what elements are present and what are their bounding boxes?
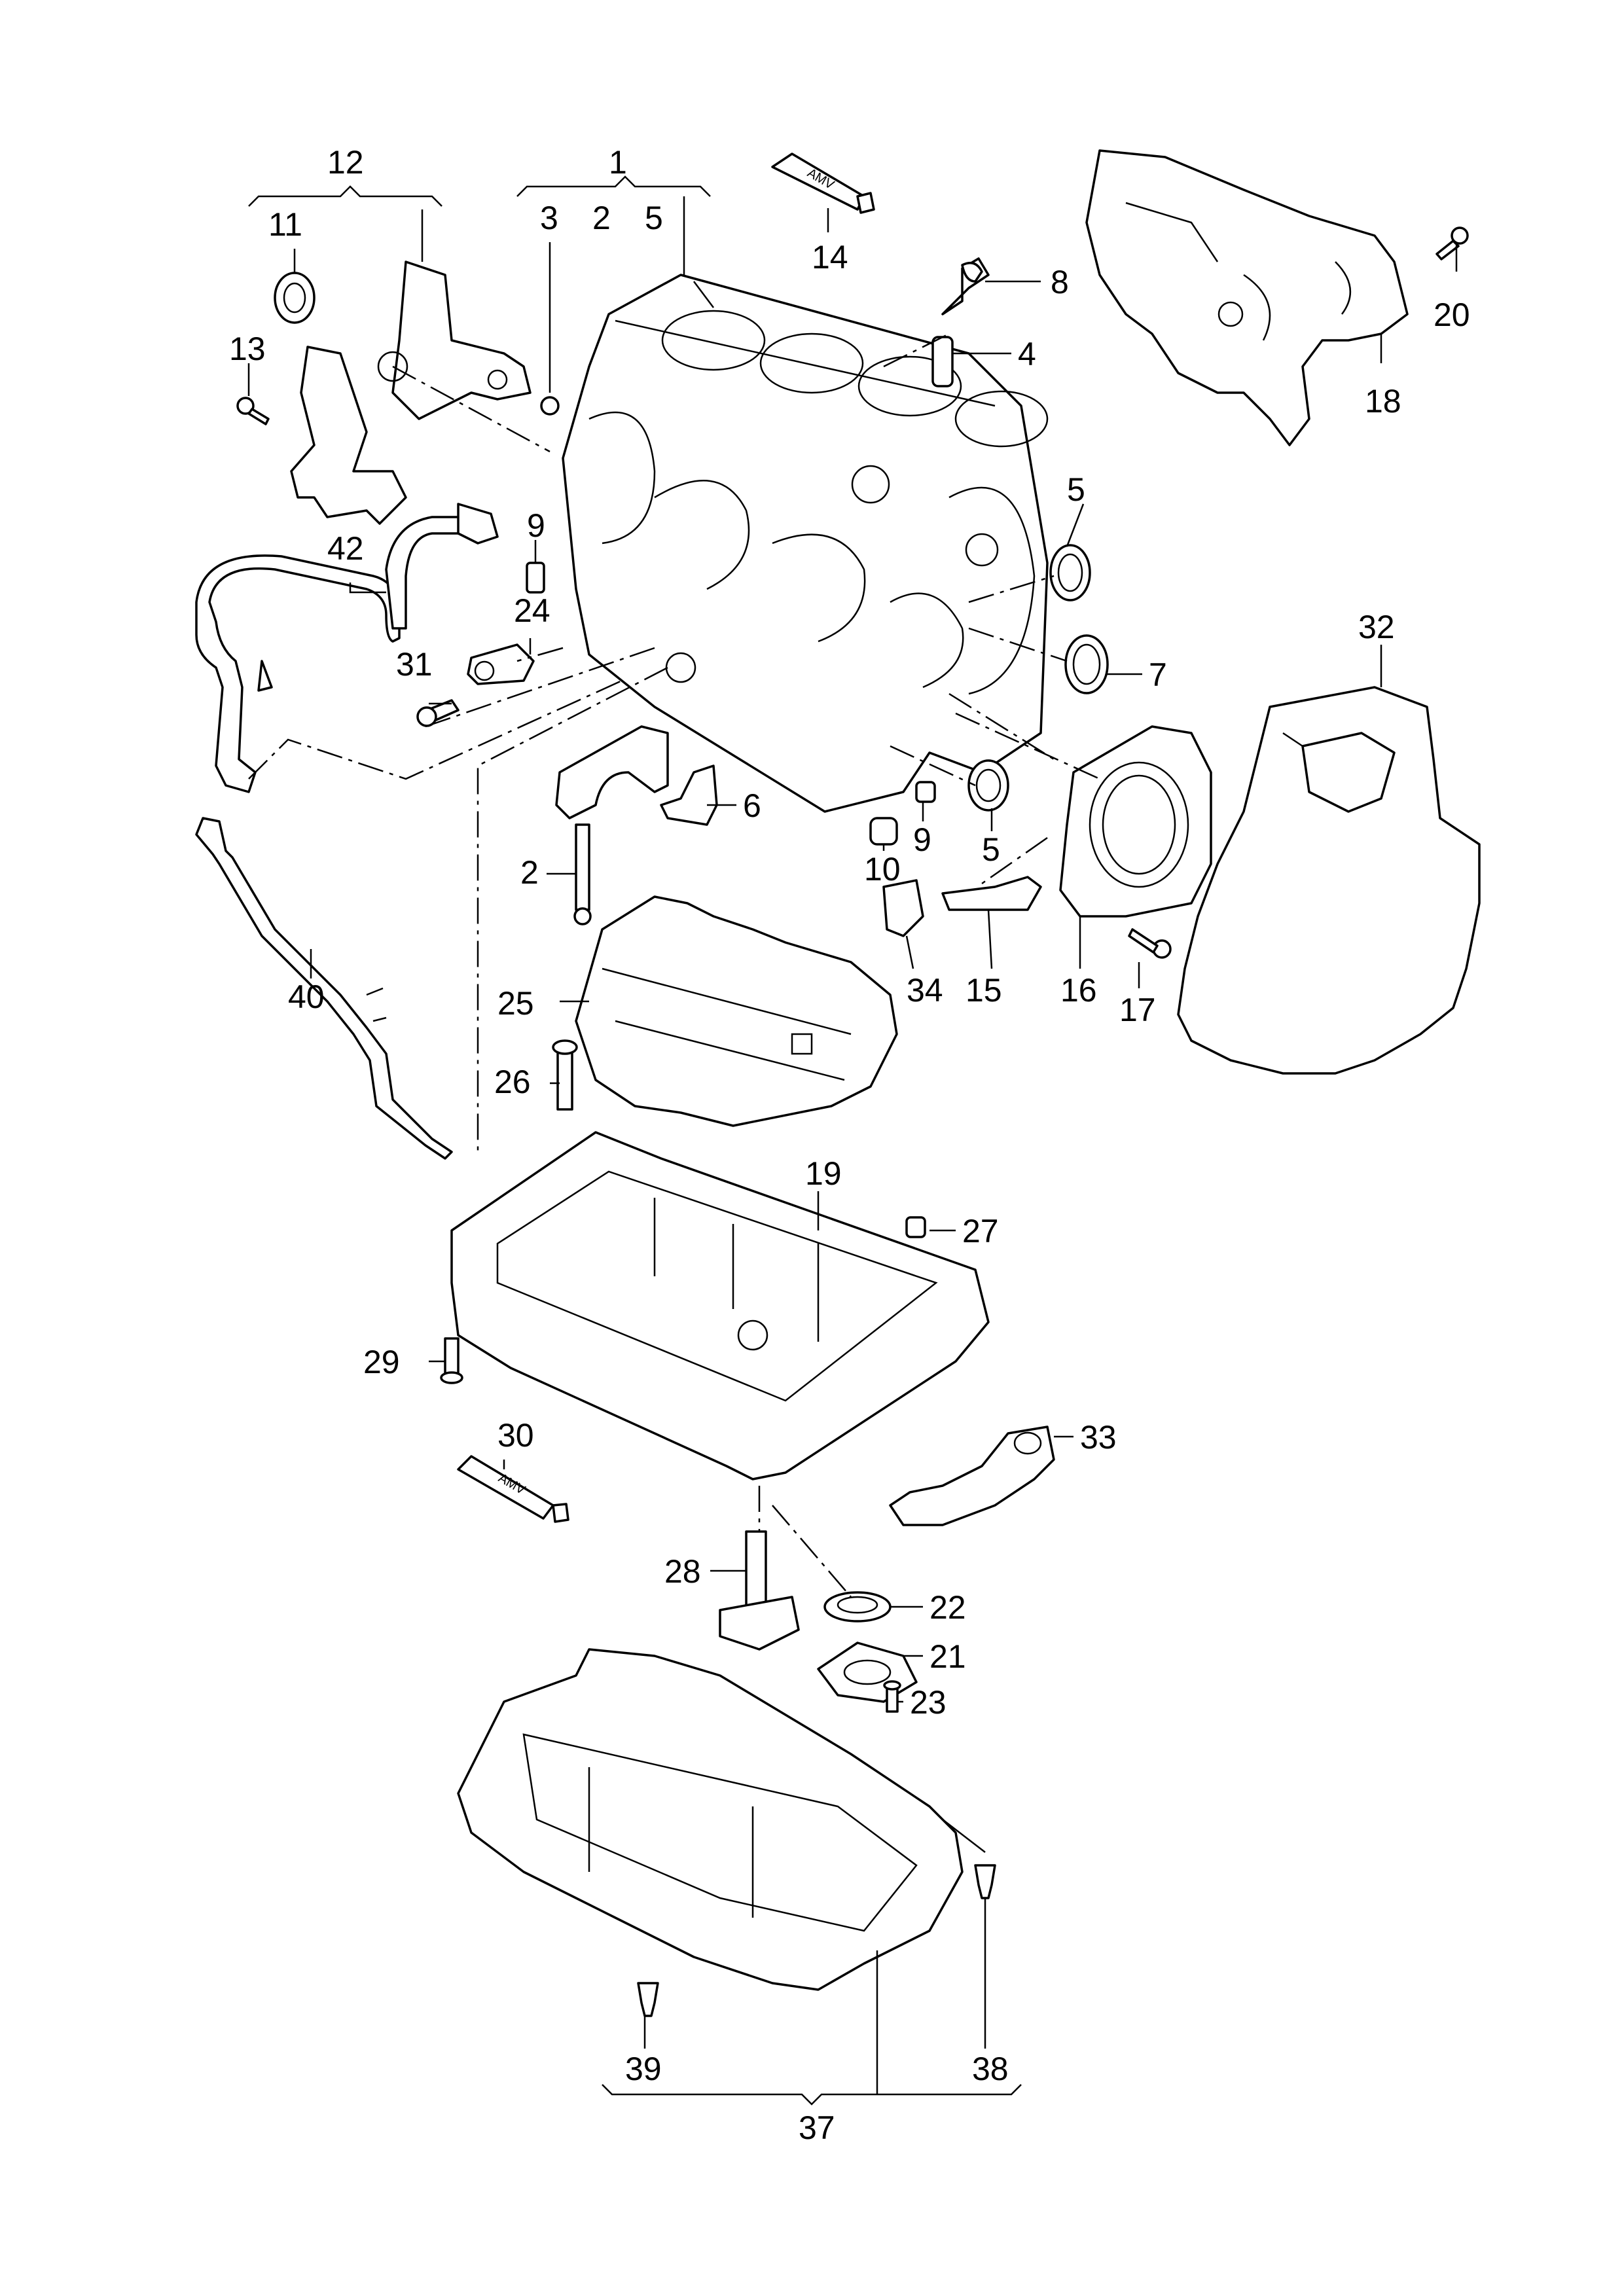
callout-9: 9 bbox=[527, 507, 545, 544]
oil-spray-jet-6 bbox=[660, 764, 718, 826]
callout-28: 28 bbox=[664, 1553, 701, 1590]
dowel-pin-4 bbox=[931, 336, 954, 387]
fastener-39 bbox=[637, 1982, 659, 2017]
oil-level-sender-28 bbox=[719, 1530, 800, 1651]
bolt-26 bbox=[552, 1039, 578, 1111]
bolt-31 bbox=[416, 699, 460, 727]
bush-10 bbox=[869, 817, 898, 846]
breather-hose-42 bbox=[195, 503, 499, 793]
callout-2b: 2 bbox=[520, 854, 539, 891]
bearing-cap-2 bbox=[555, 725, 669, 925]
callout-5: 5 bbox=[645, 200, 663, 236]
callout-3: 3 bbox=[540, 200, 558, 236]
drain-plug-27 bbox=[905, 1216, 926, 1238]
sender-15 bbox=[941, 876, 1042, 911]
callout-27: 27 bbox=[962, 1213, 999, 1249]
callout-8: 8 bbox=[1051, 264, 1069, 300]
callout-23: 23 bbox=[910, 1684, 947, 1721]
dowel-9-lower bbox=[915, 781, 936, 803]
callout-33: 33 bbox=[1080, 1419, 1117, 1456]
callout-7: 7 bbox=[1149, 656, 1167, 693]
callout-21: 21 bbox=[929, 1638, 966, 1675]
callout-18: 18 bbox=[1365, 383, 1401, 420]
fastener-38 bbox=[974, 1864, 996, 1899]
callout-10: 10 bbox=[864, 851, 901, 888]
screw-plug-8 bbox=[941, 257, 990, 315]
seal-5-lower bbox=[967, 759, 1009, 812]
gasket-32 bbox=[1177, 686, 1481, 1075]
callout-30: 30 bbox=[497, 1417, 534, 1454]
cover-34 bbox=[882, 879, 924, 937]
callout-5b: 5 bbox=[1067, 471, 1085, 508]
callout-34: 34 bbox=[907, 972, 943, 1009]
sender-24 bbox=[467, 643, 535, 685]
bolt-23 bbox=[883, 1680, 901, 1713]
leader-lines bbox=[247, 175, 1458, 2106]
cylinder-block bbox=[562, 274, 1049, 813]
callout-1: 1 bbox=[609, 144, 627, 181]
oil-pan-upper-19 bbox=[450, 1131, 990, 1480]
sealant-tube-14: AMV bbox=[771, 152, 875, 214]
seal-ring-11 bbox=[274, 272, 316, 324]
callout-24: 24 bbox=[514, 592, 550, 629]
callout-14: 14 bbox=[812, 239, 848, 276]
callout-31: 31 bbox=[396, 646, 433, 683]
callout-9b: 9 bbox=[913, 821, 931, 858]
oil-baffle-25 bbox=[575, 895, 898, 1127]
callout-39: 39 bbox=[625, 2051, 662, 2087]
seal-5-upper bbox=[1049, 544, 1091, 601]
callout-6: 6 bbox=[743, 787, 761, 824]
callout-20: 20 bbox=[1434, 296, 1470, 333]
callout-11: 11 bbox=[268, 206, 302, 243]
dowel-9-upper bbox=[526, 562, 545, 594]
callout-2: 2 bbox=[592, 200, 611, 236]
phantom-lines bbox=[248, 332, 1100, 1598]
callout-38: 38 bbox=[972, 2051, 1009, 2087]
callout-17: 17 bbox=[1119, 992, 1156, 1028]
callout-5c: 5 bbox=[982, 831, 1000, 868]
seal-7 bbox=[1064, 634, 1109, 694]
callout-22: 22 bbox=[929, 1589, 966, 1626]
heat-shield-18 bbox=[1085, 149, 1409, 446]
sealing-flange-16 bbox=[1059, 725, 1212, 918]
callout-26: 26 bbox=[494, 1064, 531, 1100]
bolt-17 bbox=[1128, 928, 1172, 959]
callout-4: 4 bbox=[1018, 336, 1036, 372]
bracket-33 bbox=[889, 1426, 1055, 1526]
callout-37: 37 bbox=[799, 2109, 835, 2146]
callout-19: 19 bbox=[805, 1155, 842, 1192]
oil-pan-lower-37 bbox=[457, 1648, 964, 1991]
engine-support-bracket bbox=[290, 260, 532, 525]
callout-32: 32 bbox=[1358, 609, 1395, 645]
bolt-13 bbox=[236, 397, 270, 425]
seal-3 bbox=[540, 396, 560, 416]
callout-40: 40 bbox=[288, 978, 325, 1015]
callout-13: 13 bbox=[229, 331, 266, 367]
seal-22 bbox=[823, 1591, 892, 1623]
callout-29: 29 bbox=[363, 1344, 400, 1380]
callouts: 1 2 5 3 12 11 13 14 8 4 20 18 9 42 24 31… bbox=[229, 144, 1470, 2146]
bolt-20 bbox=[1435, 226, 1469, 260]
sealant-tube-30: AMV bbox=[457, 1455, 569, 1523]
callout-42: 42 bbox=[327, 530, 364, 567]
sealing-ring-21 bbox=[817, 1641, 918, 1703]
callout-12: 12 bbox=[327, 144, 364, 181]
bolt-29 bbox=[440, 1337, 463, 1384]
callout-25: 25 bbox=[497, 985, 534, 1022]
callout-16: 16 bbox=[1060, 972, 1097, 1009]
callout-15: 15 bbox=[965, 972, 1002, 1009]
dipstick-guide-tube-40 bbox=[195, 817, 453, 1160]
